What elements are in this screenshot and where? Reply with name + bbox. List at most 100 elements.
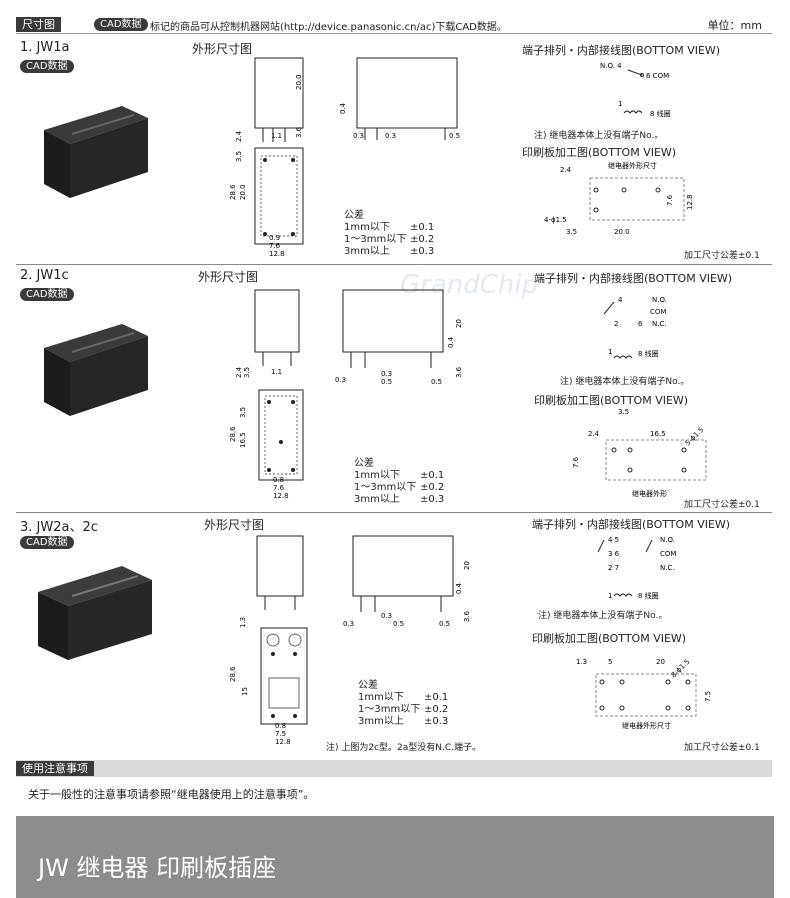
svg-text:8 线圈: 8 线圈 bbox=[638, 591, 659, 600]
section-header: 尺寸图 CAD数据 标记的商品可从控制机器网站(http://device.pa… bbox=[16, 16, 772, 34]
dim-w3: 0.5 bbox=[449, 132, 460, 140]
section-divider bbox=[16, 512, 772, 513]
svg-text:12.8: 12.8 bbox=[686, 194, 694, 210]
svg-text:3.5: 3.5 bbox=[566, 228, 577, 236]
dim-b: 2.4 bbox=[235, 130, 243, 142]
svg-text:7.5: 7.5 bbox=[275, 730, 286, 738]
product-banner: JW 继电器 印刷板插座 bbox=[16, 816, 774, 898]
terminal-diagram: 4 N.O. COM 2 6 N.C. 1 8 线圈 bbox=[603, 296, 667, 359]
relay-photo bbox=[44, 324, 148, 416]
svg-text:8 线圈: 8 线圈 bbox=[650, 109, 671, 118]
cad-data-link[interactable]: CAD数据 bbox=[20, 60, 74, 73]
dim-g: 7.6 bbox=[269, 242, 281, 250]
svg-text:5-ϕ1.5: 5-ϕ1.5 bbox=[684, 426, 706, 448]
outline-title: 外形尺寸图 bbox=[192, 42, 253, 56]
dim-d: 28.6 bbox=[229, 184, 237, 200]
svg-text:4 5: 4 5 bbox=[608, 536, 619, 544]
svg-text:继电器外形尺寸: 继电器外形尺寸 bbox=[622, 721, 671, 730]
terminal-title: 端子排列・内部接线图(BOTTOM VIEW) bbox=[532, 518, 731, 531]
svg-text:28.6: 28.6 bbox=[229, 426, 237, 442]
banner-title: JW 继电器 印刷板插座 bbox=[38, 854, 277, 882]
svg-text:1.3: 1.3 bbox=[576, 658, 587, 666]
svg-text:20: 20 bbox=[455, 319, 463, 328]
caution-bar: 使用注意事项 bbox=[16, 760, 772, 777]
dim-w1: 0.3 bbox=[353, 132, 364, 140]
svg-text:8 线圈: 8 线圈 bbox=[638, 349, 659, 358]
svg-text:3.5: 3.5 bbox=[239, 407, 247, 418]
svg-text:2: 2 bbox=[614, 320, 618, 328]
svg-text:COM: COM bbox=[650, 308, 666, 316]
svg-text:N.O.: N.O. bbox=[652, 296, 667, 304]
svg-text:20: 20 bbox=[656, 658, 665, 666]
terminal-note: 注) 继电器本体上没有端子No.。 bbox=[560, 377, 690, 387]
svg-text:20.0: 20.0 bbox=[614, 228, 630, 236]
svg-text:0.3: 0.3 bbox=[335, 376, 346, 384]
section-divider bbox=[16, 264, 772, 265]
svg-text:继电器外形尺寸: 继电器外形尺寸 bbox=[608, 161, 657, 170]
svg-text:0.8: 0.8 bbox=[273, 476, 284, 484]
dim-w2: 0.3 bbox=[385, 132, 396, 140]
pcb-drawing: 继电器外形尺寸 2.4 7.6 12.8 3.5 20.0 4-ϕ1.5 bbox=[544, 161, 694, 236]
svg-text:5: 5 bbox=[608, 658, 612, 666]
unit-label: 单位：mm bbox=[707, 19, 762, 32]
svg-text:3.5: 3.5 bbox=[618, 408, 629, 416]
svg-text:4: 4 bbox=[618, 296, 623, 304]
svg-text:1.1: 1.1 bbox=[271, 368, 282, 376]
tolerance-table: 公差 1mm以下±0.1 1～3mm以下±0.2 3mm以上±0.3 bbox=[358, 680, 449, 727]
pcb-title: 印刷板加工图(BOTTOM VIEW) bbox=[532, 632, 687, 645]
svg-text:N.C.: N.C. bbox=[652, 320, 667, 328]
svg-text:3.6: 3.6 bbox=[455, 366, 463, 378]
watermark: GrandChip bbox=[400, 270, 539, 300]
svg-text:1: 1 bbox=[608, 348, 612, 356]
svg-text:6 COM: 6 COM bbox=[646, 72, 669, 80]
relay-photo bbox=[44, 106, 148, 198]
terminal-note: 注) 继电器本体上没有端子No.。 bbox=[534, 131, 664, 141]
model-title: 1. JW1a bbox=[20, 40, 70, 55]
pcb-drawing: 1.3 5 20 7.5 8-ϕ1.5 继电器外形尺寸 bbox=[576, 658, 712, 730]
tolerance-table: 公差 1mm以下±0.1 1～3mm以下±0.2 3mm以上±0.3 bbox=[354, 458, 445, 505]
svg-text:7.5: 7.5 bbox=[704, 691, 712, 702]
cad-data-link[interactable]: CAD数据 bbox=[20, 288, 74, 301]
svg-text:0.5: 0.5 bbox=[393, 620, 404, 628]
outline-drawing: 20 0.4 3.6 0.3 0.3 0.5 0.5 1.1 2.4 3.5 2… bbox=[229, 289, 463, 500]
outline-title: 外形尺寸图 bbox=[198, 270, 259, 284]
svg-text:2 7: 2 7 bbox=[608, 564, 619, 572]
dim-h: 20.0 bbox=[295, 74, 303, 90]
svg-text:0.5: 0.5 bbox=[431, 378, 442, 386]
svg-text:7.6: 7.6 bbox=[572, 456, 580, 468]
svg-text:12.8: 12.8 bbox=[273, 492, 289, 500]
svg-text:0.3: 0.3 bbox=[381, 370, 392, 378]
cad-data-tag[interactable]: CAD数据 bbox=[94, 18, 148, 31]
svg-text:继电器外形: 继电器外形 bbox=[632, 489, 667, 498]
svg-text:7.6: 7.6 bbox=[666, 194, 674, 206]
pcb-title: 印刷板加工图(BOTTOM VIEW) bbox=[522, 146, 677, 159]
cad-note: 标记的商品可从控制机器网站(http://device.panasonic.cn… bbox=[150, 22, 507, 33]
terminal-title: 端子排列・内部接线图(BOTTOM VIEW) bbox=[522, 44, 721, 57]
caution-text: 关于一般性的注意事项请参照“继电器使用上的注意事项”。 bbox=[28, 788, 315, 801]
svg-text:1: 1 bbox=[618, 100, 622, 108]
svg-text:0.3: 0.3 bbox=[381, 612, 392, 620]
outline-drawing: 20 0.4 3.6 0.3 0.3 0.5 0.5 1.3 28.6 15 0… bbox=[229, 535, 471, 746]
svg-text:15: 15 bbox=[241, 687, 249, 696]
svg-text:3.6: 3.6 bbox=[463, 610, 471, 622]
svg-text:2.4: 2.4 bbox=[588, 430, 600, 438]
svg-text:0.4: 0.4 bbox=[447, 336, 455, 348]
pcb-note: 加工尺寸公差±0.1 bbox=[684, 500, 760, 510]
svg-text:3 6: 3 6 bbox=[608, 550, 620, 558]
svg-text:1.3: 1.3 bbox=[239, 617, 247, 628]
svg-text:N.C.: N.C. bbox=[660, 564, 675, 572]
pcb-drawing: 2.4 3.5 16.5 7.6 5-ϕ1.5 继电器外形 bbox=[572, 408, 707, 498]
pcb-note: 加工尺寸公差±0.1 bbox=[684, 251, 760, 261]
model-title: 3. JW2a、2c bbox=[20, 520, 98, 535]
dim-a: 1.1 bbox=[271, 132, 282, 140]
svg-text:2.4: 2.4 bbox=[560, 166, 572, 174]
svg-text:16.5: 16.5 bbox=[239, 432, 247, 448]
svg-text:16.5: 16.5 bbox=[650, 430, 666, 438]
model-title: 2. JW1c bbox=[20, 268, 69, 283]
svg-text:4-ϕ1.5: 4-ϕ1.5 bbox=[544, 216, 567, 224]
svg-text:0.5: 0.5 bbox=[439, 620, 450, 628]
terminal-note: 注) 继电器本体上没有端子No.。 bbox=[538, 611, 668, 621]
svg-text:12.8: 12.8 bbox=[275, 738, 291, 746]
cad-data-link[interactable]: CAD数据 bbox=[20, 536, 74, 549]
dim-t: 0.4 bbox=[339, 102, 347, 114]
